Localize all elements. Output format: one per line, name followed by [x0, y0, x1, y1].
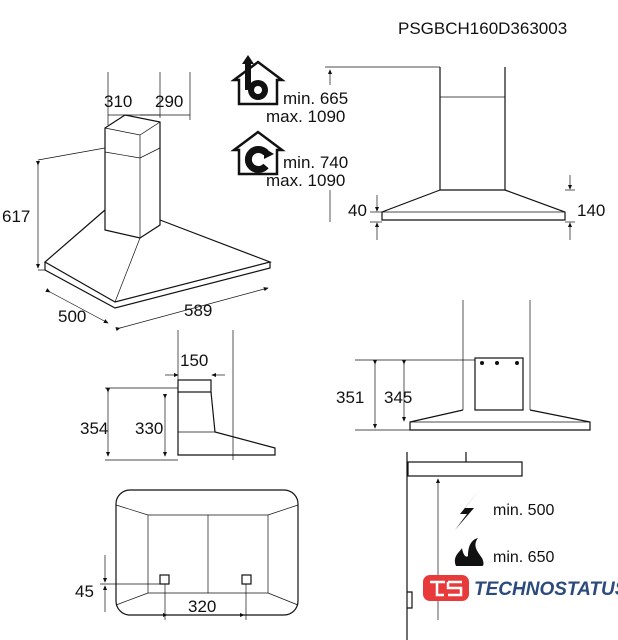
dim-width: 589 [184, 301, 212, 320]
flame-icon [454, 538, 484, 566]
clearance-view [406, 452, 523, 640]
dim-edge-height: 40 [348, 201, 367, 220]
top-view-hood [100, 489, 299, 620]
dim-total: 354 [80, 419, 108, 438]
dim-bracket-right: 345 [384, 388, 412, 407]
dim-bracket-left: 351 [336, 388, 364, 407]
dim-height: 617 [2, 207, 30, 226]
recirculation-min: min. 740 [283, 153, 348, 172]
house-recirculation-icon [230, 130, 286, 176]
perspective-hood [35, 72, 272, 332]
dim-offset: 45 [75, 582, 94, 601]
technostatus-logo: TECHNOSTATUS [423, 575, 618, 601]
dim-inner: 330 [135, 419, 163, 438]
model-code: PSGBCH160D363003 [398, 19, 567, 38]
dim-chimney-width: 310 [104, 92, 132, 111]
extraction-min: min. 665 [283, 89, 348, 108]
electric-clearance: min. 500 [493, 502, 554, 519]
dim-chimney-depth: 290 [155, 92, 183, 111]
dim-outlet: 150 [180, 351, 208, 370]
dim-spacing: 320 [188, 597, 216, 616]
bracket-view-hood [355, 300, 591, 431]
extraction-max: max. 1090 [266, 107, 345, 126]
house-extraction-icon [230, 55, 286, 106]
dim-depth: 500 [58, 307, 86, 326]
recirculation-max: max. 1090 [266, 171, 345, 190]
dim-hood-height: 140 [577, 201, 605, 220]
lightning-icon [455, 488, 481, 530]
gas-clearance: min. 650 [493, 549, 554, 566]
watermark-text: TECHNOSTATUS [474, 579, 618, 600]
front-view-hood [325, 66, 575, 240]
side-view-hood [105, 330, 276, 461]
